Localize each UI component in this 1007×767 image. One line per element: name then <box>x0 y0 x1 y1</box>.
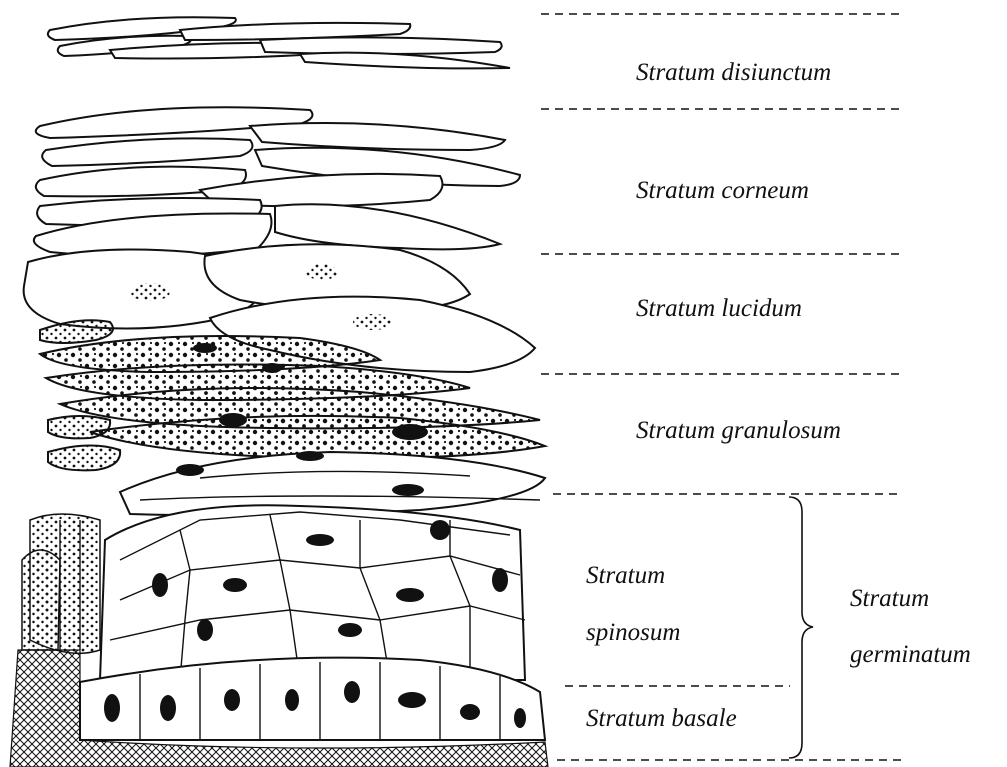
label-stratum-germinatum-line2: germinatum <box>850 641 971 668</box>
germinatum-brace <box>789 497 813 758</box>
flattened-spinous-cells <box>120 451 545 515</box>
side-stippled-cells <box>22 514 100 653</box>
spinosum-cells <box>100 505 525 680</box>
label-stratum-disiunctum: Stratum disiunctum <box>636 59 831 86</box>
label-stratum-corneum: Stratum corneum <box>636 177 809 204</box>
label-stratum-basale: Stratum basale <box>586 705 737 732</box>
label-stratum-spinosum-line1: Stratum <box>586 562 665 589</box>
label-stratum-granulosum: Stratum granulosum <box>636 417 841 444</box>
label-stratum-germinatum-line1: Stratum <box>850 585 929 612</box>
basale-cells <box>80 658 545 740</box>
label-stratum-lucidum: Stratum lucidum <box>636 295 802 322</box>
disiunctum-flakes <box>48 17 510 68</box>
corneum-cells <box>34 107 520 256</box>
label-stratum-spinosum-line2: spinosum <box>586 619 680 646</box>
